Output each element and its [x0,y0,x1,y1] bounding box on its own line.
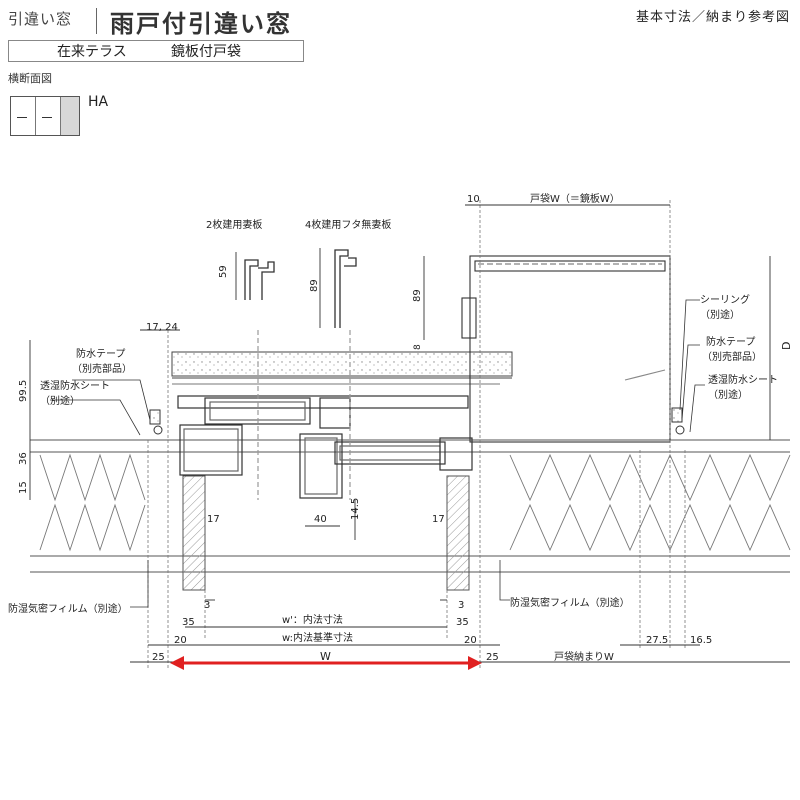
seal-markers [149,407,685,435]
shutter-box-pocket [61,97,79,135]
dim-17-b: 17 [432,514,445,525]
dim-36: 36 [18,452,29,465]
dim-20-a: 20 [174,635,187,646]
label-sheet-left-sub: （別途） [40,394,80,407]
dim-16-5: 16.5 [690,635,712,646]
installation-type-bar: 在来テラス 鏡板付戸袋 [8,40,304,62]
dim-89-b: 89 [412,289,423,302]
wall-lines [30,439,790,573]
label-tape-right-sub: （別売部品） [702,350,762,363]
head-panel [171,351,513,377]
dimension-lines [29,204,790,663]
sash-right [36,97,61,135]
insulation-right [509,453,791,552]
dim-40: 40 [314,514,327,525]
label-film-right: 防湿気密フィルム（別途） [510,596,630,609]
dim-17-24: 17, 24 [146,322,178,333]
label-sealing: シーリング [700,293,750,306]
dim-w-prime: w'：内法寸法 [282,613,343,626]
header-divider [96,8,97,34]
dim-25-a: 25 [152,652,165,663]
label-sealing-sub: （別途） [700,308,740,321]
w-arrow [170,656,482,670]
leader-lines [50,299,705,608]
dim-3-a: 3 [204,600,210,611]
end-panel-4 [334,249,357,328]
drawing-type-label: 基本寸法／納まり参考図 [635,10,790,25]
dim-15: 15 [18,481,29,494]
stud-left [182,475,206,591]
dim-89-a: 89 [309,279,320,292]
dim-27-5: 27.5 [646,635,668,646]
page-title: 雨戸付引違い窓 [110,10,292,38]
installation-type: 在来テラス [57,44,127,60]
insulation-left [39,453,146,552]
dim-14-5: 14.5 [350,498,361,520]
window-type-label: 引違い窓 [8,10,73,28]
dim-w-std: w:内法基準寸法 [282,631,353,644]
dim-35-a: 35 [182,617,195,628]
dim-W: W [320,650,331,663]
label-sheet-left: 透湿防水シート [40,379,110,392]
dim-8: 8 [413,344,423,350]
dim-20-b: 20 [464,635,477,646]
window-frame [177,330,473,500]
section-label: 横断面図 [8,72,52,85]
label-tape-left: 防水テープ [76,347,125,360]
dim-25-b: 25 [486,652,499,663]
label-film-left: 防湿気密フィルム（別途） [8,602,128,615]
dim-D: D [780,342,793,350]
label-tape-left-sub: （別売部品） [72,362,132,375]
variant-code: HA [88,94,109,110]
label-tape-right: 防水テープ [706,335,755,348]
dim-3-b: 3 [458,600,464,611]
end-panel-2 [244,259,275,300]
guide-lines [147,200,686,670]
stud-right [446,475,470,591]
dim-tobukuro-osamari: 戸袋納まりW [554,650,614,663]
label-panel-2: 2枚建用妻板 [206,218,262,231]
dim-59: 59 [218,265,229,278]
label-sheet-right-sub: （別途） [708,388,748,401]
shutter-box-type: 鏡板付戸袋 [171,44,241,60]
sash-left [11,97,36,135]
dim-99-5: 99.5 [18,380,29,402]
dim-35-b: 35 [456,617,469,628]
label-panel-4: 4枚建用フタ無妻板 [305,218,391,231]
dim-tobukuro-w: 戸袋W（＝鏡板W） [530,192,620,205]
dim-10: 10 [467,194,480,205]
dim-17-a: 17 [207,514,220,525]
window-layout-thumbnail [10,96,80,136]
label-sheet-right: 透湿防水シート [708,373,778,386]
shutter-box [461,255,671,443]
